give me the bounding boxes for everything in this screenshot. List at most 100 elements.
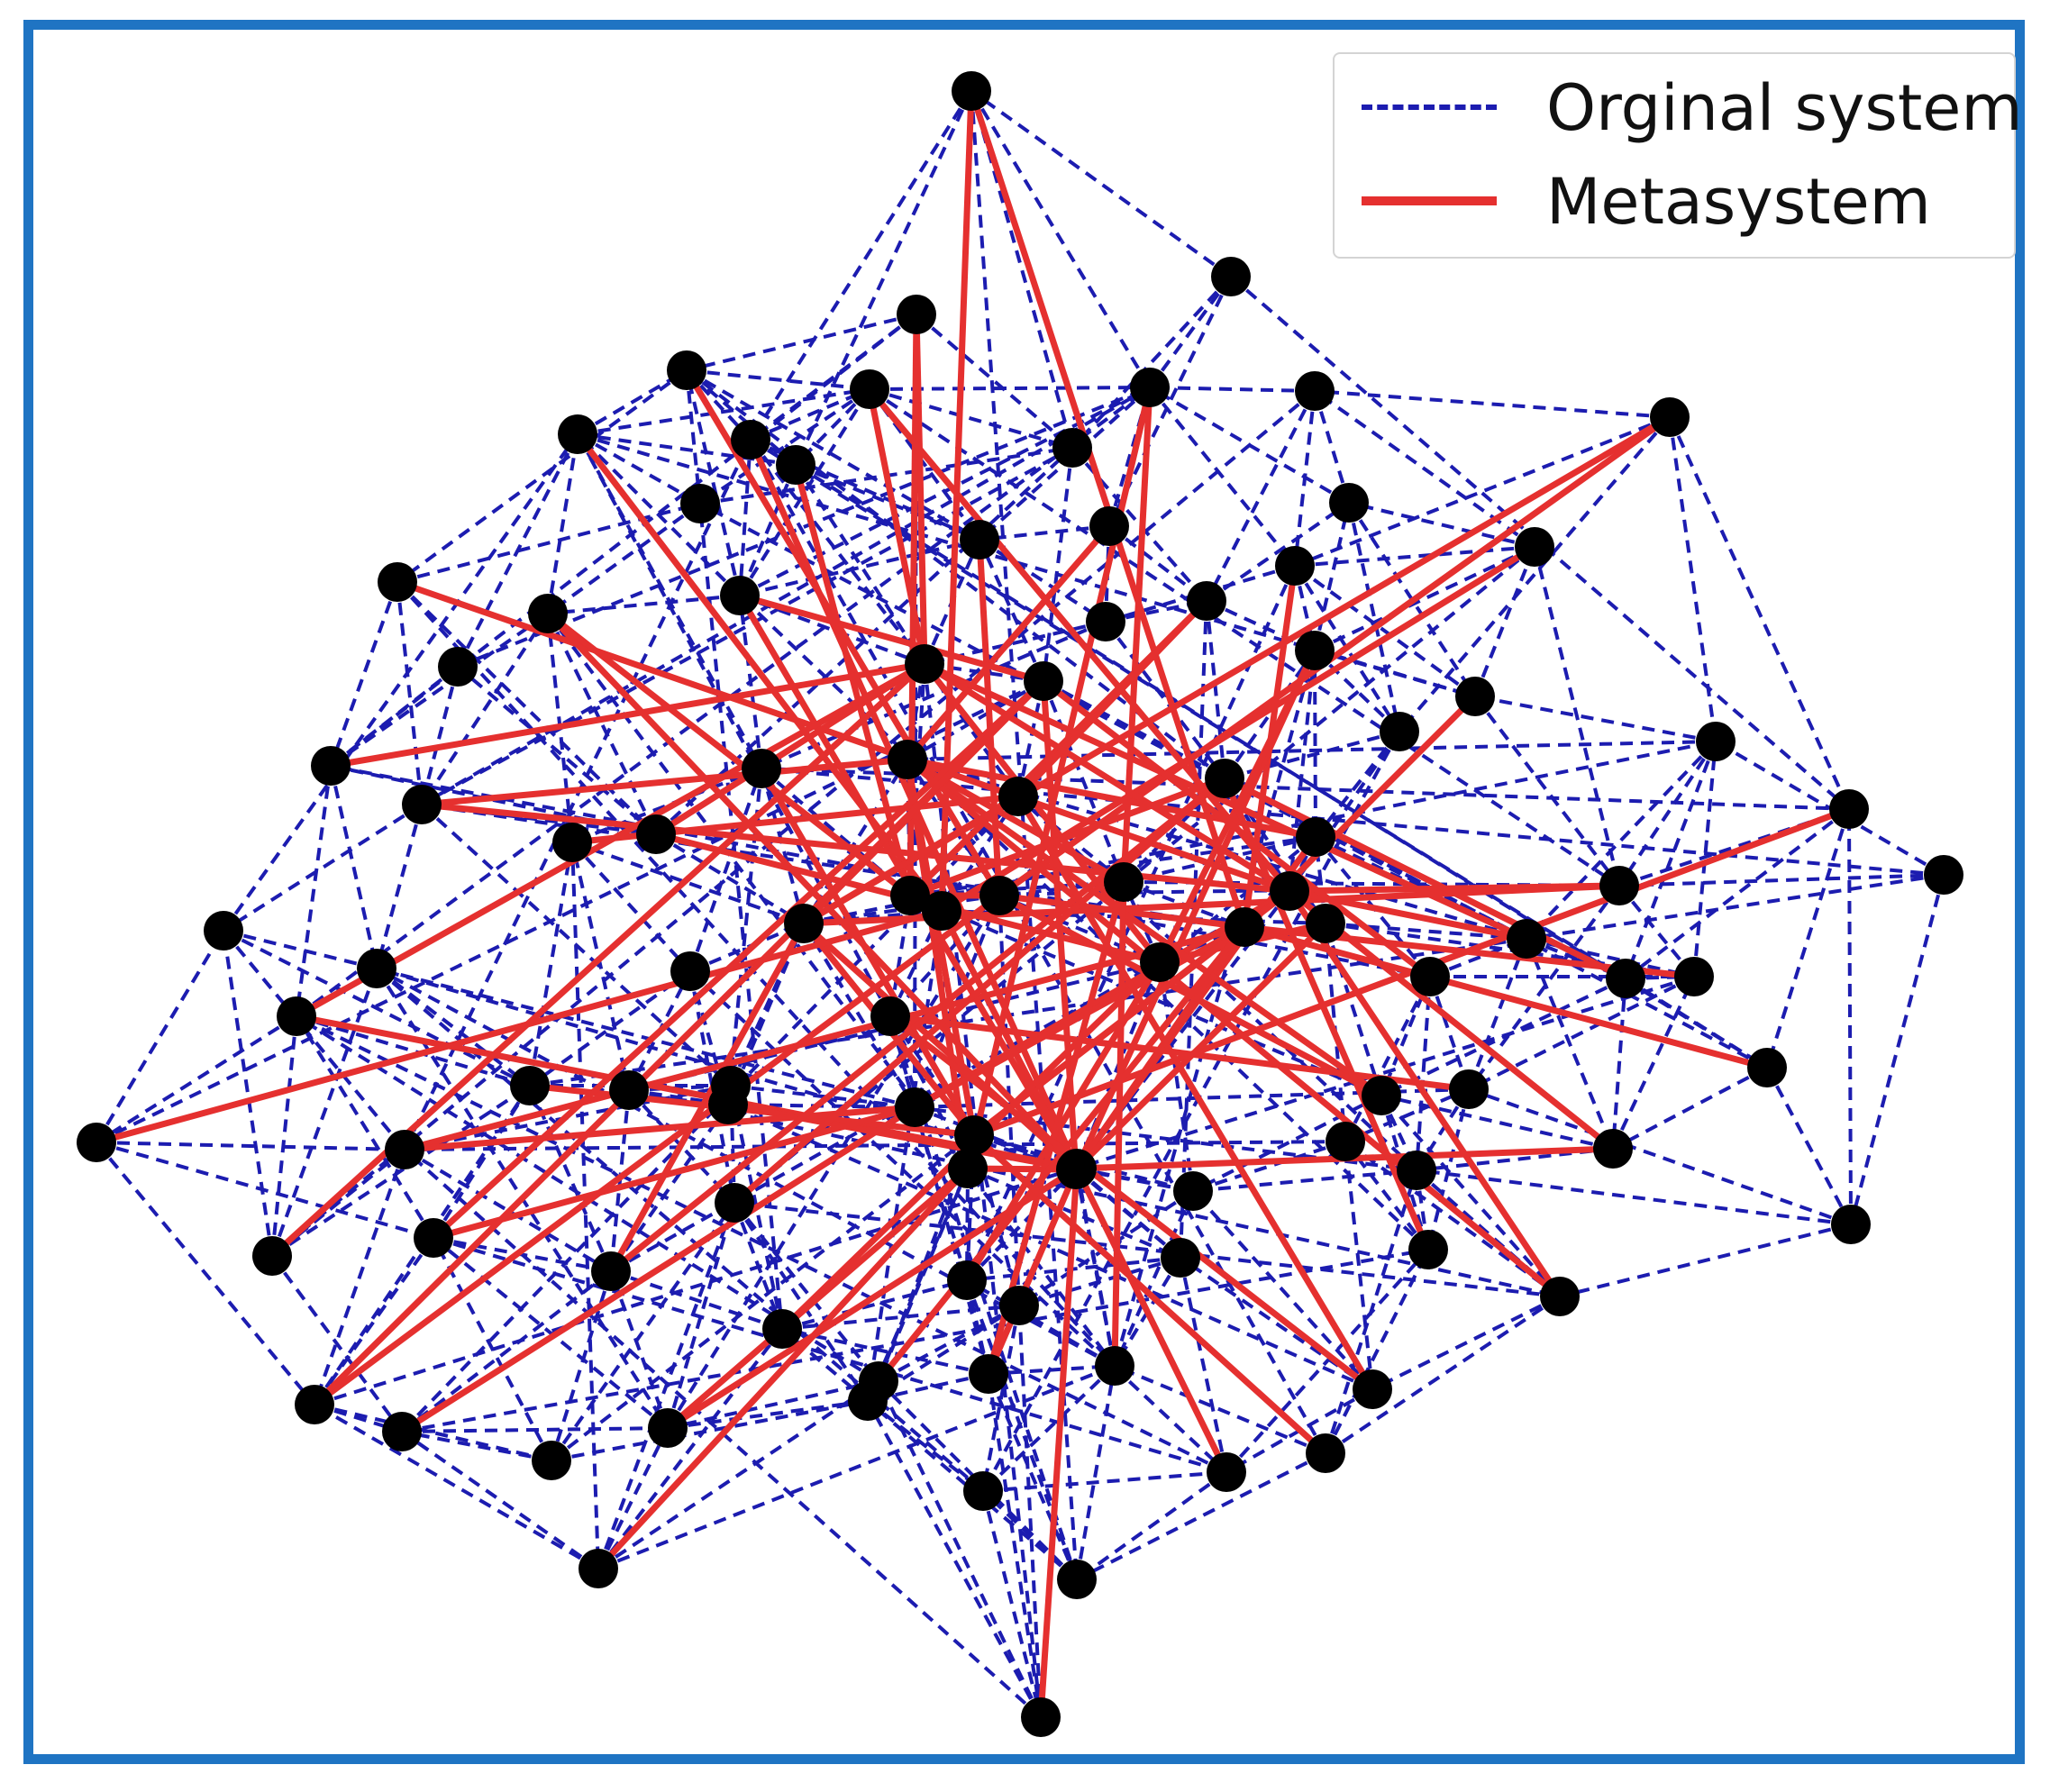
graph-node (720, 576, 760, 615)
metasystem-edge (908, 775, 1226, 899)
original-edge (685, 368, 752, 441)
original-edge (1624, 807, 1851, 980)
graph-node (1161, 1238, 1200, 1278)
original-edge (987, 1373, 1043, 1718)
original-edge (270, 1084, 532, 1258)
original-edge (1192, 1169, 1417, 1193)
original-edge (970, 89, 1152, 389)
original-edge (546, 433, 579, 614)
original-edge (270, 1254, 404, 1433)
original-edge (1371, 1295, 1561, 1391)
metasystem-edge (312, 893, 1002, 1407)
graph-node (204, 911, 243, 951)
metasystem-edge (404, 923, 1245, 1153)
original-edge (749, 89, 973, 441)
metasystem-edge (1287, 889, 1562, 1298)
original-edge (1104, 620, 1226, 780)
original-edge (96, 1141, 434, 1240)
graph-node (609, 1070, 649, 1110)
original-edge (1473, 695, 1621, 887)
graph-node (1089, 506, 1129, 546)
original-edge (868, 387, 1621, 887)
graph-node (1410, 957, 1450, 996)
original-edge (376, 967, 1116, 1368)
graph-node (890, 876, 930, 915)
original-edge (982, 1470, 1227, 1493)
original-edge (396, 581, 424, 805)
original-edge (546, 612, 1116, 1368)
original-edge (313, 1236, 435, 1406)
original-edge (376, 967, 916, 1109)
original-edge (1294, 415, 1671, 568)
graph-node (277, 996, 316, 1036)
metasystem-edge (421, 801, 1290, 895)
original-edge (609, 1270, 670, 1429)
graph-node (897, 295, 936, 334)
original-edge (1617, 740, 1717, 887)
original-edge (550, 1270, 613, 1461)
original-edge (1192, 1094, 1382, 1193)
metasystem-edge (96, 907, 943, 1146)
original-edge (420, 803, 733, 1087)
original-edge (421, 386, 1151, 806)
original-edge (998, 895, 1021, 1306)
original-edge (666, 1202, 736, 1429)
original-edge (1148, 386, 1351, 505)
graph-node (848, 1381, 888, 1421)
graph-node (1650, 397, 1690, 437)
graph-node (1024, 661, 1063, 701)
original-edge (375, 967, 532, 1087)
graph-node (1455, 677, 1495, 716)
metasystem-edge (971, 1133, 1328, 1456)
metasystem-edge (330, 660, 925, 769)
original-edge (421, 803, 1245, 929)
original-edge (686, 368, 870, 391)
original-edge (314, 975, 1695, 1406)
graph-node (1696, 722, 1736, 761)
original-edge (1380, 1094, 1562, 1298)
graph-node (715, 1183, 754, 1223)
original-edge (1765, 1067, 1853, 1225)
original-edge (457, 386, 1151, 669)
original-edge (906, 663, 926, 760)
original-edge (1559, 1223, 1852, 1298)
graph-node (438, 647, 478, 687)
original-edge (1612, 1066, 1768, 1151)
original-edge (781, 1278, 968, 1331)
graph-node (1225, 907, 1264, 947)
original-edge (1148, 275, 1233, 389)
original-edge (1692, 741, 1717, 978)
legend: Orginal system Metasystem (1333, 52, 2023, 259)
graph-node (1397, 1151, 1436, 1190)
original-edge (401, 1430, 552, 1462)
original-edge (803, 894, 1000, 925)
graph-node (963, 1471, 1003, 1511)
original-edge (1468, 975, 1695, 1091)
original-edge (981, 1364, 1116, 1493)
original-edge (686, 313, 917, 372)
graph-node (762, 1309, 802, 1349)
graph-node (1599, 866, 1639, 905)
original-edge (223, 929, 531, 1087)
metasystem-edge (1223, 775, 1627, 982)
original-edge (576, 432, 742, 597)
metasystem-edge (905, 523, 1112, 762)
graph-node (1296, 817, 1335, 857)
graph-node (998, 777, 1038, 816)
original-edge (794, 463, 926, 666)
original-edge (456, 433, 579, 668)
original-edge (1324, 1295, 1562, 1455)
graph-node (960, 520, 999, 559)
original-edge (396, 368, 688, 584)
metasystem-edge (867, 387, 1292, 894)
original-edge (1313, 389, 1536, 549)
original-edge (1533, 546, 1621, 887)
legend-label-original: Orginal system (1546, 71, 2023, 145)
metasystem-edge (404, 1104, 916, 1153)
original-edge (1225, 1248, 1430, 1474)
original-edge (1849, 874, 1945, 1225)
original-edge (551, 1399, 869, 1462)
original-edge (546, 502, 702, 615)
network-graph (77, 71, 1963, 1737)
graph-node (1275, 546, 1315, 586)
